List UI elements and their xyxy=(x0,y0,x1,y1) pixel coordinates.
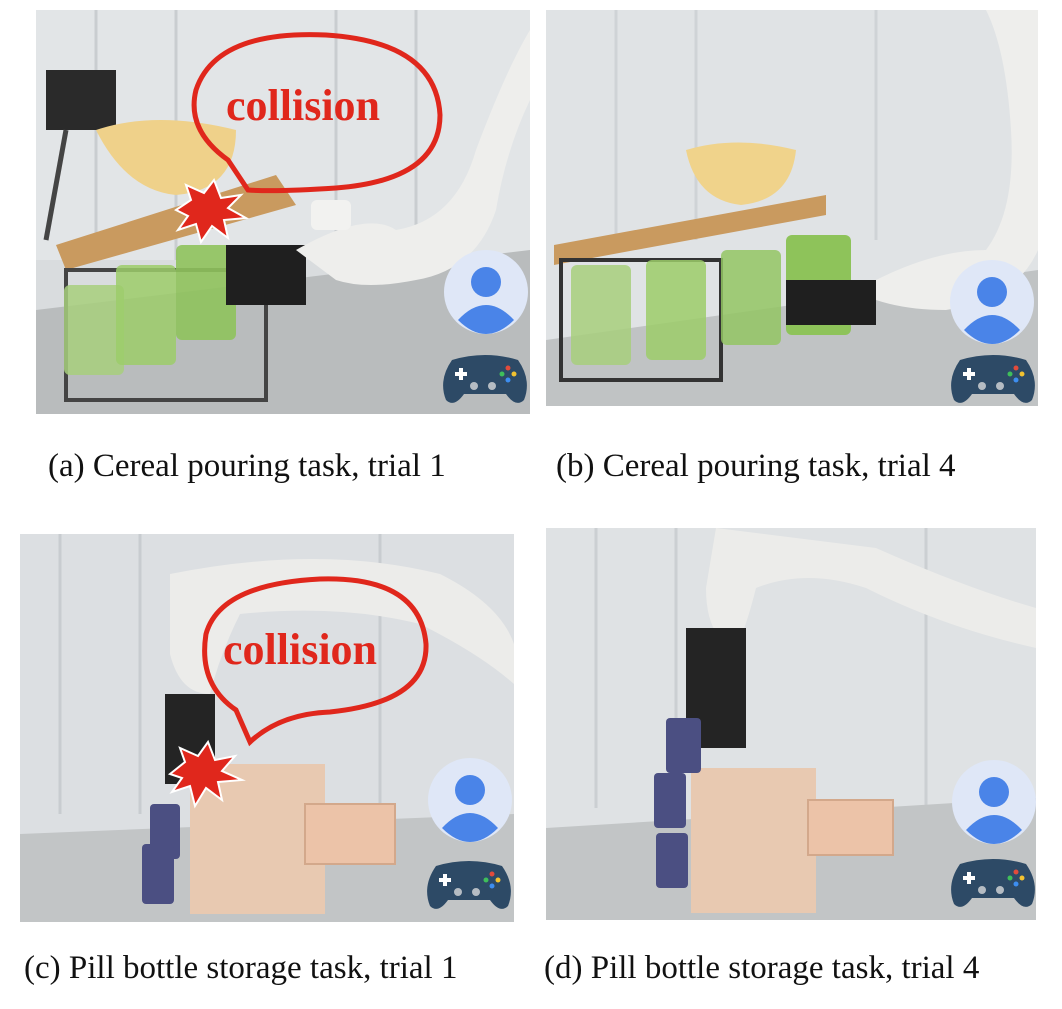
photo-panel-b xyxy=(546,10,1038,406)
user-avatar-icon xyxy=(428,758,512,842)
photo-panel-a: collision xyxy=(36,10,530,414)
photo-panel-d xyxy=(546,528,1036,920)
caption-c: (c) Pill bottle storage task, trial 1 xyxy=(24,950,458,986)
user-avatar-icon xyxy=(950,260,1034,344)
collision-label-a: collision xyxy=(226,81,381,130)
scene-image-b xyxy=(546,10,1038,406)
gamepad-icon xyxy=(951,355,1035,403)
caption-d: (d) Pill bottle storage task, trial 4 xyxy=(544,950,980,986)
gamepad-icon xyxy=(427,861,511,909)
user-avatar-icon xyxy=(444,250,528,334)
photo-panel-c: collision xyxy=(20,534,514,922)
gamepad-icon xyxy=(951,859,1035,907)
scene-image-d xyxy=(546,528,1036,920)
user-avatar-icon xyxy=(952,760,1036,844)
caption-a: (a) Cereal pouring task, trial 1 xyxy=(48,448,446,484)
caption-b: (b) Cereal pouring task, trial 4 xyxy=(556,448,956,484)
collision-label-c: collision xyxy=(223,625,378,674)
gamepad-icon xyxy=(443,355,527,403)
